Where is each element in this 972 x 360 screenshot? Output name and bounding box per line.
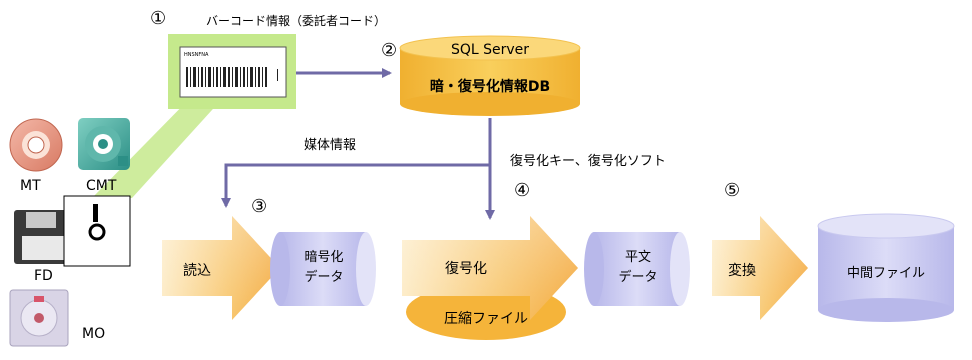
- plaintext-data-cylinder: [584, 232, 690, 306]
- mt-tape-icon: [9, 118, 63, 172]
- read-arrow-shape: [162, 216, 280, 320]
- reader-card-icon: [63, 195, 131, 267]
- db-subtitle: 暗・復号化情報DB: [429, 79, 551, 95]
- step-1-number: ①: [150, 8, 167, 29]
- intermediate-file-label: 中間ファイル: [846, 266, 925, 281]
- encrypted-data-cylinder: [270, 232, 376, 306]
- mo-disk-icon: [9, 289, 69, 347]
- media-fd-label: FD: [34, 268, 53, 284]
- fd-floppy-icon: [14, 210, 70, 264]
- barcode-small-text: HNSNFNA: [184, 52, 209, 58]
- step-2-number: ②: [381, 40, 398, 61]
- media-mo-label: MO: [82, 326, 106, 342]
- barcode-caption: バーコード情報（委託者コード）: [206, 14, 387, 28]
- media-info-label: 媒体情報: [304, 138, 357, 153]
- barcode-callout: [92, 34, 296, 198]
- compressed-file-label: 圧縮ファイル: [444, 311, 528, 327]
- cmt-cartridge-icon: [78, 118, 130, 170]
- step-4-number: ④: [514, 180, 531, 201]
- media-info-arrow: [221, 163, 490, 208]
- encrypted-data-line2: データ: [304, 270, 344, 285]
- barcode-bars: [186, 67, 278, 87]
- read-label: 読込: [183, 263, 211, 279]
- intermediate-file-cylinder: [817, 213, 955, 322]
- decrypt-arrow-shape: [402, 216, 578, 320]
- media-mt-label: MT: [20, 178, 41, 194]
- plaintext-data-line1: 平文: [624, 250, 651, 265]
- decrypt-label: 復号化: [445, 261, 487, 277]
- convert-arrow-shape: [712, 216, 808, 320]
- encrypted-data-line1: 暗号化: [304, 250, 344, 265]
- step-3-number: ③: [251, 196, 268, 217]
- compressed-file-shape: [406, 284, 566, 340]
- decrypt-key-label: 復号化キー、復号化ソフト: [510, 154, 666, 169]
- step-5-number: ⑤: [724, 180, 741, 201]
- db-cylinder: [399, 35, 581, 116]
- plaintext-data-line2: データ: [618, 270, 658, 285]
- media-cmt-label: CMT: [86, 178, 117, 194]
- db-title: SQL Server: [450, 42, 530, 58]
- convert-label: 変換: [728, 263, 756, 279]
